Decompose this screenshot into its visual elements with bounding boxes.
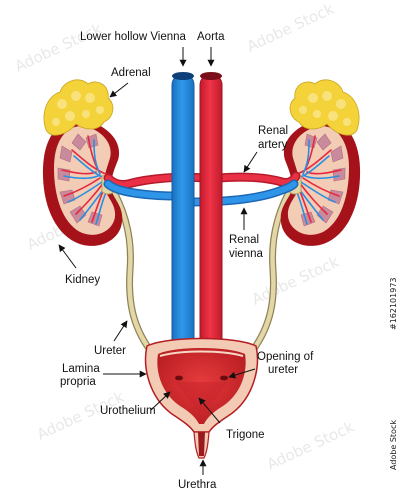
svg-text:Adobe Stock: Adobe Stock xyxy=(12,20,105,76)
label-opening-of-ureter-line2: ureter xyxy=(268,364,298,376)
label-renal-vein-line2: vienna xyxy=(229,248,263,260)
label-urethra: Urethra xyxy=(178,479,217,491)
urothelium-arrow xyxy=(150,391,171,411)
aorta xyxy=(199,72,223,353)
ureter-arrow xyxy=(113,320,128,342)
labels: Lower hollow Vienna Aorta Adrenal Renal … xyxy=(60,31,314,491)
label-renal-artery-line2: artery xyxy=(258,139,288,151)
vena-cava xyxy=(171,72,195,353)
trigone-arrow xyxy=(198,397,221,424)
label-lamina-propria-line1: Lamina xyxy=(62,363,100,375)
svg-text:Adobe Stock: Adobe Stock xyxy=(244,0,337,56)
bladder xyxy=(144,337,259,459)
label-ureter: Ureter xyxy=(94,345,126,357)
adrenal-arrow xyxy=(109,82,129,98)
label-vena-cava: Lower hollow Vienna xyxy=(80,31,187,43)
label-renal-artery-line1: Renal xyxy=(258,125,288,137)
label-opening-of-ureter-line1: Opening of xyxy=(257,351,314,363)
stock-id: #162101973 xyxy=(389,277,398,330)
left-kidney xyxy=(42,119,123,246)
svg-text:Adobe Stock: Adobe Stock xyxy=(264,418,357,474)
label-renal-vein-line1: Renal xyxy=(229,234,259,246)
right-adrenal-gland xyxy=(289,79,360,136)
opening-of-ureter-arrow xyxy=(228,368,256,379)
svg-text:Adobe Stock: Adobe Stock xyxy=(249,253,342,309)
left-adrenal-gland xyxy=(43,79,114,136)
label-aorta: Aorta xyxy=(197,31,225,43)
label-lamina-propria-line2: propria xyxy=(60,376,96,388)
ureters xyxy=(106,181,297,354)
label-adrenal: Adrenal xyxy=(111,67,151,79)
label-kidney: Kidney xyxy=(65,274,100,286)
leader-arrows xyxy=(58,47,258,475)
renal-artery-arrow xyxy=(243,151,258,173)
label-trigone: Trigone xyxy=(226,429,265,441)
label-urothelium: Urothelium xyxy=(100,405,156,417)
kidney-arrow xyxy=(58,244,77,269)
stock-brand: Adobe Stock xyxy=(389,420,398,470)
